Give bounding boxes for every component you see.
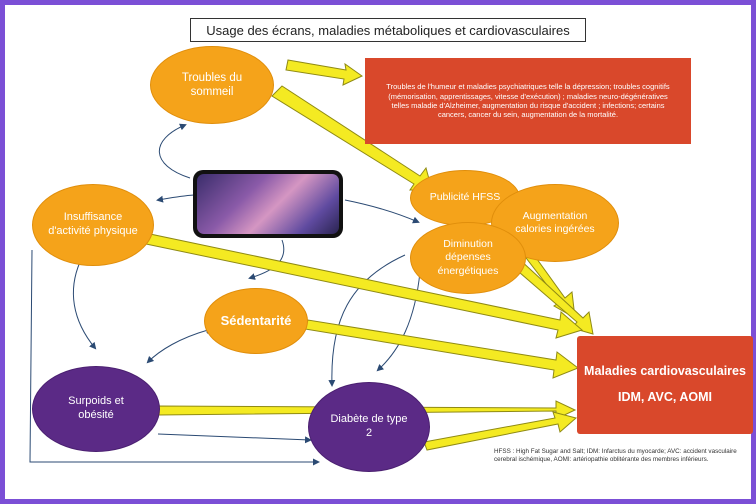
- diagram-title: Usage des écrans, maladies métaboliques …: [190, 18, 586, 42]
- node-troubles-sommeil-label: Troubles du sommeil: [181, 71, 243, 98]
- footnote: HFSS : High Fat Sugar and Salt; IDM: Inf…: [494, 448, 737, 464]
- node-diminution-depenses: Diminution dépenses énergétiques: [410, 222, 526, 294]
- connector-left-loop: [29, 249, 320, 466]
- node-consequences-label: Troubles de l'humeur et maladies psychia…: [386, 82, 670, 120]
- maladies-cv-subtitle: IDM, AVC, AOMI: [618, 390, 712, 404]
- connector-phone-to-diminution: [344, 199, 420, 224]
- node-consequences: Troubles de l'humeur et maladies psychia…: [365, 58, 691, 144]
- node-insuffisance: Insuffisance d'activité physique: [32, 184, 154, 266]
- arrow-sommeil-to-consequences: [285, 59, 363, 86]
- maladies-cv-title: Maladies cardiovasculaires: [584, 364, 746, 379]
- connector-sedentarite-surpoids: [146, 327, 213, 364]
- connector-diminution-diabete: [328, 254, 406, 387]
- connector-phone-to-insuffisance: [156, 194, 195, 203]
- connector-diminution-down: [376, 271, 421, 372]
- node-publicite-label: Publicité HFSS: [429, 191, 501, 204]
- connector-insuffisance-surpoids: [72, 257, 97, 350]
- smartphone-screen: [197, 174, 339, 234]
- node-surpoids-label: Surpoids et obésité: [68, 395, 124, 421]
- node-augmentation-calories-label: Augmentation calories ingérées: [515, 209, 595, 235]
- connector-surpoids-diabete: [157, 433, 312, 444]
- node-sedentarite: Sédentarité: [204, 288, 308, 354]
- arrow-diabete-to-maladies: [423, 411, 578, 451]
- node-diabete: Diabète de type 2: [308, 382, 430, 472]
- connector-phone-to-sommeil: [158, 123, 191, 179]
- arrow-insuffisance-to-maladies: [145, 233, 584, 339]
- node-augmentation-calories: Augmentation calories ingérées: [491, 184, 619, 262]
- node-sedentarite-label: Sédentarité: [220, 312, 292, 328]
- node-maladies-cardiovasculaires: Maladies cardiovasculaires IDM, AVC, AOM…: [577, 336, 753, 434]
- node-troubles-sommeil: Troubles du sommeil: [150, 46, 274, 124]
- smartphone-image: [193, 170, 343, 238]
- node-insuffisance-label: Insuffisance d'activité physique: [48, 211, 138, 237]
- arrow-sedentarite-to-maladies: [304, 319, 580, 379]
- node-surpoids: Surpoids et obésité: [32, 366, 160, 452]
- node-diabete-label: Diabète de type 2: [330, 413, 408, 439]
- node-diminution-depenses-label: Diminution dépenses énergétiques: [437, 238, 499, 277]
- arrow-diminution-to-maladies: [511, 257, 594, 335]
